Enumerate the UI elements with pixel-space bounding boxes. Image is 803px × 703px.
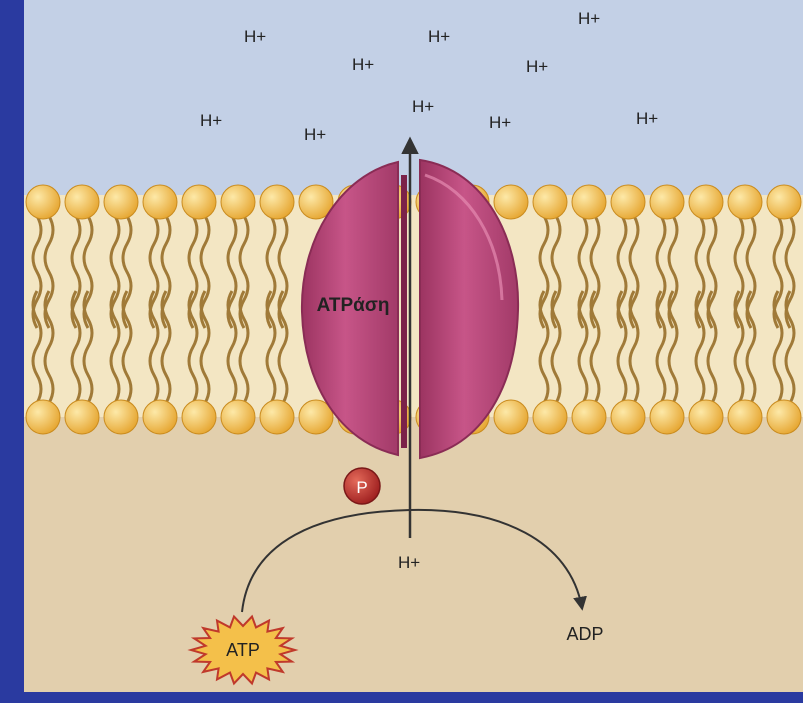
lipid-head <box>65 185 99 219</box>
lipid-head <box>572 400 606 434</box>
proton-label: H+ <box>412 97 434 116</box>
frame-bottom <box>24 692 803 698</box>
lipid-head <box>494 185 528 219</box>
proton-label: H+ <box>244 27 266 46</box>
lipid-head <box>767 185 801 219</box>
lipid-head <box>104 400 138 434</box>
lipid-head <box>689 185 723 219</box>
lipid-head <box>26 185 60 219</box>
frame-left <box>0 0 24 698</box>
proton-label: H+ <box>352 55 374 74</box>
lipid-head <box>221 400 255 434</box>
lipid-head <box>143 185 177 219</box>
atp-label: ATP <box>226 640 260 660</box>
lipid-head <box>143 400 177 434</box>
lipid-head <box>26 400 60 434</box>
lipid-head <box>494 400 528 434</box>
lipid-head <box>728 185 762 219</box>
lipid-head <box>728 400 762 434</box>
adp-label: ADP <box>566 624 603 644</box>
proton-label: H+ <box>636 109 658 128</box>
lipid-head <box>260 185 294 219</box>
lipid-head <box>260 400 294 434</box>
proton-label: H+ <box>578 9 600 28</box>
lipid-head <box>533 400 567 434</box>
lipid-head <box>650 185 684 219</box>
lipid-head <box>182 185 216 219</box>
atpase-label: ATPάση <box>317 295 390 316</box>
lipid-head <box>104 185 138 219</box>
proton-label: H+ <box>489 113 511 132</box>
proton-label: H+ <box>304 125 326 144</box>
proton-label: H+ <box>200 111 222 130</box>
proton-label: H+ <box>526 57 548 76</box>
membrane-core <box>24 195 803 417</box>
lipid-head <box>767 400 801 434</box>
lipid-head <box>572 185 606 219</box>
lipid-head <box>182 400 216 434</box>
lipid-head <box>689 400 723 434</box>
lipid-head <box>65 400 99 434</box>
lipid-head <box>221 185 255 219</box>
lipid-head <box>533 185 567 219</box>
proton-cytoplasm-label: H+ <box>398 553 420 572</box>
lipid-head <box>611 400 645 434</box>
lipid-head <box>611 185 645 219</box>
phosphate-label: P <box>356 478 367 497</box>
lipid-head <box>650 400 684 434</box>
proton-label: H+ <box>428 27 450 46</box>
